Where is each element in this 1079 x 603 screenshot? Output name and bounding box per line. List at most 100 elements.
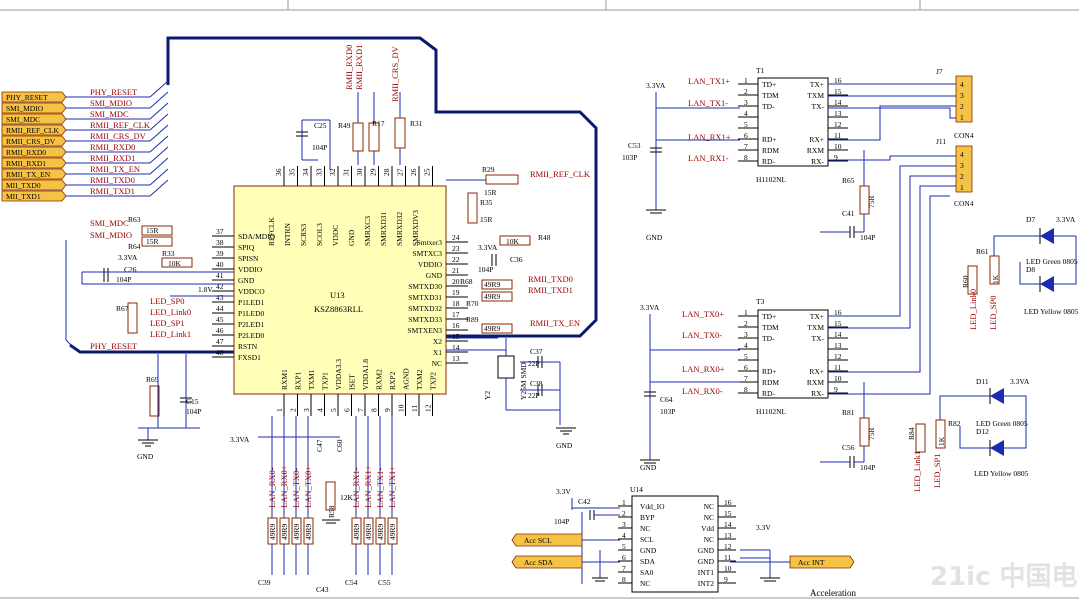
r29-ref: R29: [482, 165, 495, 174]
resistor-r49[interactable]: [352, 122, 364, 152]
transformer-passives: 3.3VA C53 103P GND R65 75R C41 104P 3.3V…: [622, 81, 876, 472]
resistor-r29[interactable]: [485, 174, 519, 185]
resistor-r69[interactable]: [149, 385, 160, 417]
xfmr-pin-num: 16: [834, 76, 842, 85]
u13-pin-name: GND: [426, 271, 443, 280]
u13-pin-num: 1: [275, 408, 284, 412]
t1-transformer[interactable]: [757, 77, 829, 167]
port-net-label: PHY_RESET: [90, 87, 138, 97]
xfmr-pin-num: 15: [834, 319, 842, 328]
resistor-r58[interactable]: [325, 481, 336, 511]
u14-pin-num: 10: [724, 564, 732, 573]
resistor-r17[interactable]: [368, 122, 380, 152]
diode-d11-icon[interactable]: [990, 388, 1004, 404]
transformer-nets: LAN_TX1+ LAN_TX1- LAN_RX1+ LAN_RX1- LAN_…: [682, 76, 731, 396]
v18-label: 1.8V: [198, 285, 213, 294]
xfmr-pin-name: TD+: [762, 80, 776, 89]
xfmr-pin-name: TX-: [812, 102, 825, 111]
port-rmii-crs-dv[interactable]: [1, 135, 67, 147]
y2-ref: Y2: [483, 391, 492, 400]
u14-chip[interactable]: [631, 495, 719, 593]
port-phy-reset[interactable]: [1, 91, 67, 103]
resistor-value: 49R9: [304, 523, 313, 540]
diode-d8-icon[interactable]: [1040, 276, 1054, 292]
u13-pin-name: RXP2: [388, 371, 397, 390]
resistor-r68[interactable]: [481, 279, 513, 290]
port-net-label: RMII_TXD1: [90, 186, 135, 196]
c55-ref: C55: [378, 578, 391, 587]
u13-pin-name: P2LED0: [238, 331, 265, 340]
port-mii-txd1[interactable]: [1, 190, 67, 202]
lan-net-label: LAN_TX0+: [303, 466, 313, 508]
u13-pin-name: VDDCO: [238, 287, 265, 296]
net-smi-mdc: SMI_MDC: [90, 218, 129, 228]
j11-pin2: 2: [960, 172, 964, 181]
connector-wiring: [828, 83, 956, 395]
port-rmii-ref-clk[interactable]: [1, 124, 67, 136]
c41-ref: C41: [842, 209, 855, 218]
u13-pin-name: SDA/MDIO: [238, 232, 276, 241]
resistor-r31[interactable]: [394, 117, 406, 149]
resistor-r63[interactable]: [141, 225, 173, 236]
net-lan-rx0p: LAN_RX0+: [682, 364, 725, 374]
xfmr-pin-num: 15: [834, 87, 842, 96]
u13-pin-num: 19: [452, 288, 460, 297]
acceleration-caption: Acceleration: [810, 588, 856, 598]
port-net-label: RMII_RXD1: [90, 153, 135, 163]
xfmr-pin-name: TDM: [762, 323, 779, 332]
connector-j11[interactable]: J11 CON4 4 3 2 1: [936, 137, 974, 208]
xfmr-pin-num: 4: [744, 109, 748, 118]
resistor-r64[interactable]: [141, 236, 173, 247]
led-top-v33: 3.3VA: [1056, 215, 1076, 224]
resistor-r60[interactable]: [967, 265, 978, 295]
resistor-r35[interactable]: [467, 192, 478, 224]
t3-transformer[interactable]: [757, 309, 829, 399]
port-rmii-tx-en[interactable]: [1, 168, 67, 180]
u13-pin-name: SMTXEN3: [407, 326, 442, 335]
r35-ref: R35: [480, 198, 493, 207]
xfmr-pin-num: 11: [834, 131, 841, 140]
resistor-r70[interactable]: [481, 291, 513, 302]
u13-pin-name: RXM2: [375, 369, 384, 390]
xfmr-pin-num: 1: [744, 76, 748, 85]
u13-chip[interactable]: [233, 185, 447, 395]
xfmr-pin-num: 7: [744, 142, 748, 151]
port-mii-txd0[interactable]: [1, 179, 67, 191]
xfmr-pin-name: RD+: [762, 367, 777, 376]
xfmr-pin-name: TDM: [762, 91, 779, 100]
lan-net-label: LAN_TX0-: [291, 468, 301, 508]
u13-pin-num: 27: [396, 168, 405, 176]
resistor-r89[interactable]: [481, 323, 513, 334]
xfmr-pin-name: RXM: [807, 378, 824, 387]
y2-value: Y25M SMD: [519, 362, 528, 400]
resistor-r84[interactable]: [915, 423, 926, 453]
u13-ref: U13: [330, 290, 345, 300]
u13-pin-num: 40: [216, 260, 224, 269]
diode-d7-icon[interactable]: [1040, 228, 1054, 244]
t1-v33: 3.3VA: [646, 81, 666, 90]
r67-ref: R67: [116, 304, 129, 313]
diode-d12-icon[interactable]: [990, 440, 1004, 456]
port-smi-mdio[interactable]: [1, 102, 67, 114]
resistor-value: 49R9: [388, 523, 397, 540]
resistor-r33[interactable]: [161, 257, 193, 268]
port-rmii-rxd1[interactable]: [1, 157, 67, 169]
resistor-r67[interactable]: [127, 302, 138, 334]
connector-j7[interactable]: J7 CON4 4 3 2 1: [936, 67, 974, 140]
port-acc-int[interactable]: [789, 555, 855, 569]
u13-pin-num: 3: [302, 408, 311, 412]
net-lan-tx0m: LAN_TX0-: [682, 330, 722, 340]
net-rmii-ref-clk-r: RMII_REF_CLK: [530, 169, 591, 179]
led-group-top: D7 3.3VA LED Green 0805 D8 LED Yellow 08…: [961, 215, 1079, 330]
port-smi-mdc[interactable]: [1, 113, 67, 125]
xfmr-pin-name: RX+: [809, 135, 824, 144]
u13-pin-num: 37: [216, 227, 224, 236]
u14-v33: 3.3V: [556, 487, 571, 496]
resistor-r48[interactable]: [499, 235, 531, 246]
crystal-y2[interactable]: [497, 355, 515, 379]
port-rmii-rxd0[interactable]: [1, 146, 67, 158]
u14-pin-name: NC: [704, 502, 714, 511]
u13-pin-num: 42: [216, 282, 224, 291]
